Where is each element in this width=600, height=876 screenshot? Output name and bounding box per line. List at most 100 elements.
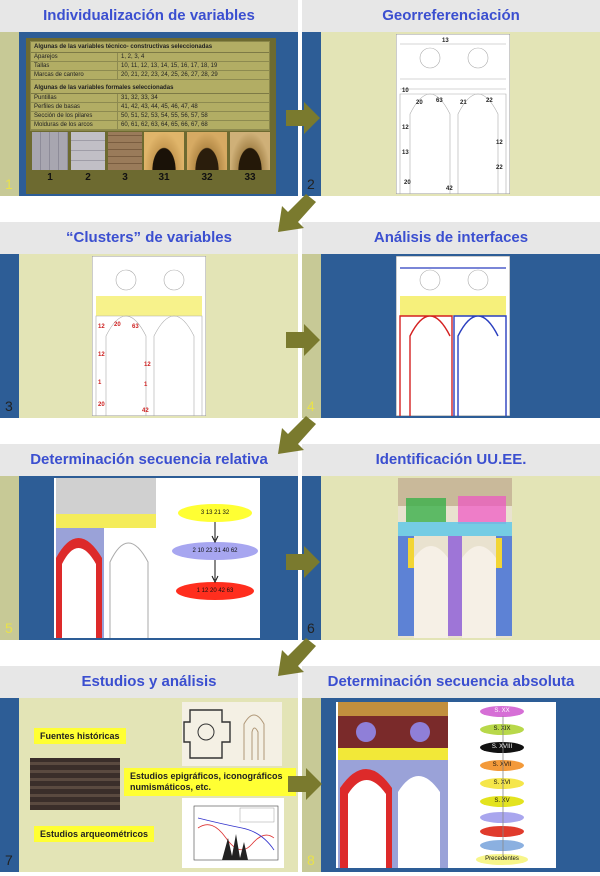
panel-2: 102063 212212 131222 204213 2 <box>302 32 600 196</box>
panel-number: 7 <box>5 852 13 868</box>
masonry-photo <box>108 132 142 170</box>
interfaces-drawing <box>396 256 510 416</box>
masonry-photo <box>71 132 105 170</box>
panel-strip <box>0 698 19 872</box>
thumbnail-caption: 3 <box>105 172 145 183</box>
arrow-right-icon <box>286 544 320 580</box>
svg-text:21: 21 <box>460 100 467 106</box>
svg-text:12: 12 <box>402 125 409 131</box>
table-header-formal: Algunas de las variables formales selecc… <box>31 83 269 94</box>
panel-7-header: Estudios y análisis <box>0 666 298 698</box>
panel-1: Algunas de las variables técnico- constr… <box>0 32 298 196</box>
svg-text:12: 12 <box>98 324 105 330</box>
panel-1-title: Individualización de variables <box>0 0 298 32</box>
historical-plan-image <box>182 702 282 766</box>
panel-6: 6 <box>302 476 600 640</box>
absolute-sequence-board: S. XX S. XIX S. XVIII S. XVII S. XVI S. … <box>336 702 556 868</box>
svg-text:63: 63 <box>436 98 443 104</box>
svg-text:13: 13 <box>402 150 409 156</box>
panel-number: 4 <box>307 398 315 414</box>
panel-2-title: Georreferenciación <box>302 0 600 32</box>
inscription-photo <box>30 758 120 810</box>
thumbnail-caption: 31 <box>144 172 184 183</box>
era-connector <box>500 716 506 856</box>
label-archaeometric-studies: Estudios arqueométricos <box>34 826 154 842</box>
panel-number: 5 <box>5 620 13 636</box>
svg-text:20: 20 <box>114 322 121 328</box>
panel-number: 1 <box>5 176 13 192</box>
thumbnail-caption: 32 <box>187 172 227 183</box>
panel-number: 6 <box>307 620 315 636</box>
panel-8-title: Determinación secuencia absoluta <box>302 666 600 698</box>
panel-number: 2 <box>307 176 315 192</box>
arrow-right-icon <box>288 766 322 802</box>
label-epigraphic-studies: Estudios epigráficos, iconográficos numi… <box>124 768 296 796</box>
arrow-down-left-icon <box>278 194 316 232</box>
svg-text:42: 42 <box>142 408 149 414</box>
sequence-node: 1 12 20 42 63 <box>176 582 254 600</box>
svg-text:12: 12 <box>144 362 151 368</box>
panel-strip <box>0 476 19 640</box>
arrow-down-left-icon <box>278 638 316 676</box>
panel-1-header: Individualización de variables <box>0 0 298 32</box>
panel-4: 4 <box>302 254 600 418</box>
label-historical-sources: Fuentes históricas <box>34 728 126 744</box>
plan-drawing <box>182 702 282 766</box>
units-drawing <box>398 478 512 638</box>
arrow-right-icon <box>286 322 320 358</box>
panel-3-title: “Clusters” de variables <box>0 222 298 254</box>
panel-8-header: Determinación secuencia absoluta <box>302 666 600 698</box>
arrow-down-left-icon <box>278 416 316 454</box>
svg-text:20: 20 <box>404 180 411 186</box>
svg-text:63: 63 <box>132 324 139 330</box>
sequence-arrows <box>210 522 220 584</box>
masonry-photo <box>32 132 68 170</box>
arrow-right-icon <box>286 100 320 136</box>
arch-photo <box>230 132 270 170</box>
variables-table: Algunas de las variables técnico- constr… <box>30 41 270 131</box>
panel-4-header: Análisis de interfaces <box>302 222 600 254</box>
panel-6-title: Identificación UU.EE. <box>302 444 600 476</box>
svg-text:12: 12 <box>496 140 503 146</box>
panel-3-header: “Clusters” de variables <box>0 222 298 254</box>
svg-text:22: 22 <box>496 165 503 171</box>
panel-5-title: Determinación secuencia relativa <box>0 444 298 476</box>
sequence-node: 3 13 21 32 <box>178 504 252 522</box>
thumbnail-caption: 33 <box>230 172 270 183</box>
panel-number: 3 <box>5 398 13 414</box>
thumbnail-caption: 1 <box>30 172 70 183</box>
panel-5: 3 13 21 32 2 10 22 31 40 62 1 12 20 42 6… <box>0 476 298 640</box>
arch-photo <box>144 132 184 170</box>
panel-2-header: Georreferenciación <box>302 0 600 32</box>
archaeometric-chart-image <box>182 798 284 868</box>
panel-strip <box>0 32 19 196</box>
svg-text:20: 20 <box>416 100 423 106</box>
panel-5-header: Determinación secuencia relativa <box>0 444 298 476</box>
panel-7-title: Estudios y análisis <box>0 666 298 698</box>
svg-text:12: 12 <box>98 352 105 358</box>
table-row: Sección de los pilares50, 51, 52, 53, 54… <box>31 112 269 121</box>
panel-8: S. XX S. XIX S. XVIII S. XVII S. XVI S. … <box>302 698 600 872</box>
panel-4-title: Análisis de interfaces <box>302 222 600 254</box>
svg-text:42: 42 <box>446 186 453 192</box>
table-header-technical: Algunas de las variables técnico- constr… <box>31 42 269 53</box>
svg-text:20: 20 <box>98 402 105 408</box>
svg-text:13: 13 <box>442 38 449 44</box>
panel-number: 8 <box>307 852 315 868</box>
panel-strip <box>0 254 19 418</box>
panel-7: Fuentes históricas Estudios epigráficos,… <box>0 698 298 872</box>
absolute-elevation <box>336 702 450 868</box>
svg-text:10: 10 <box>402 88 409 94</box>
archaeometric-plot <box>182 798 284 868</box>
sequence-elevation <box>54 478 158 638</box>
panel-6-header: Identificación UU.EE. <box>302 444 600 476</box>
